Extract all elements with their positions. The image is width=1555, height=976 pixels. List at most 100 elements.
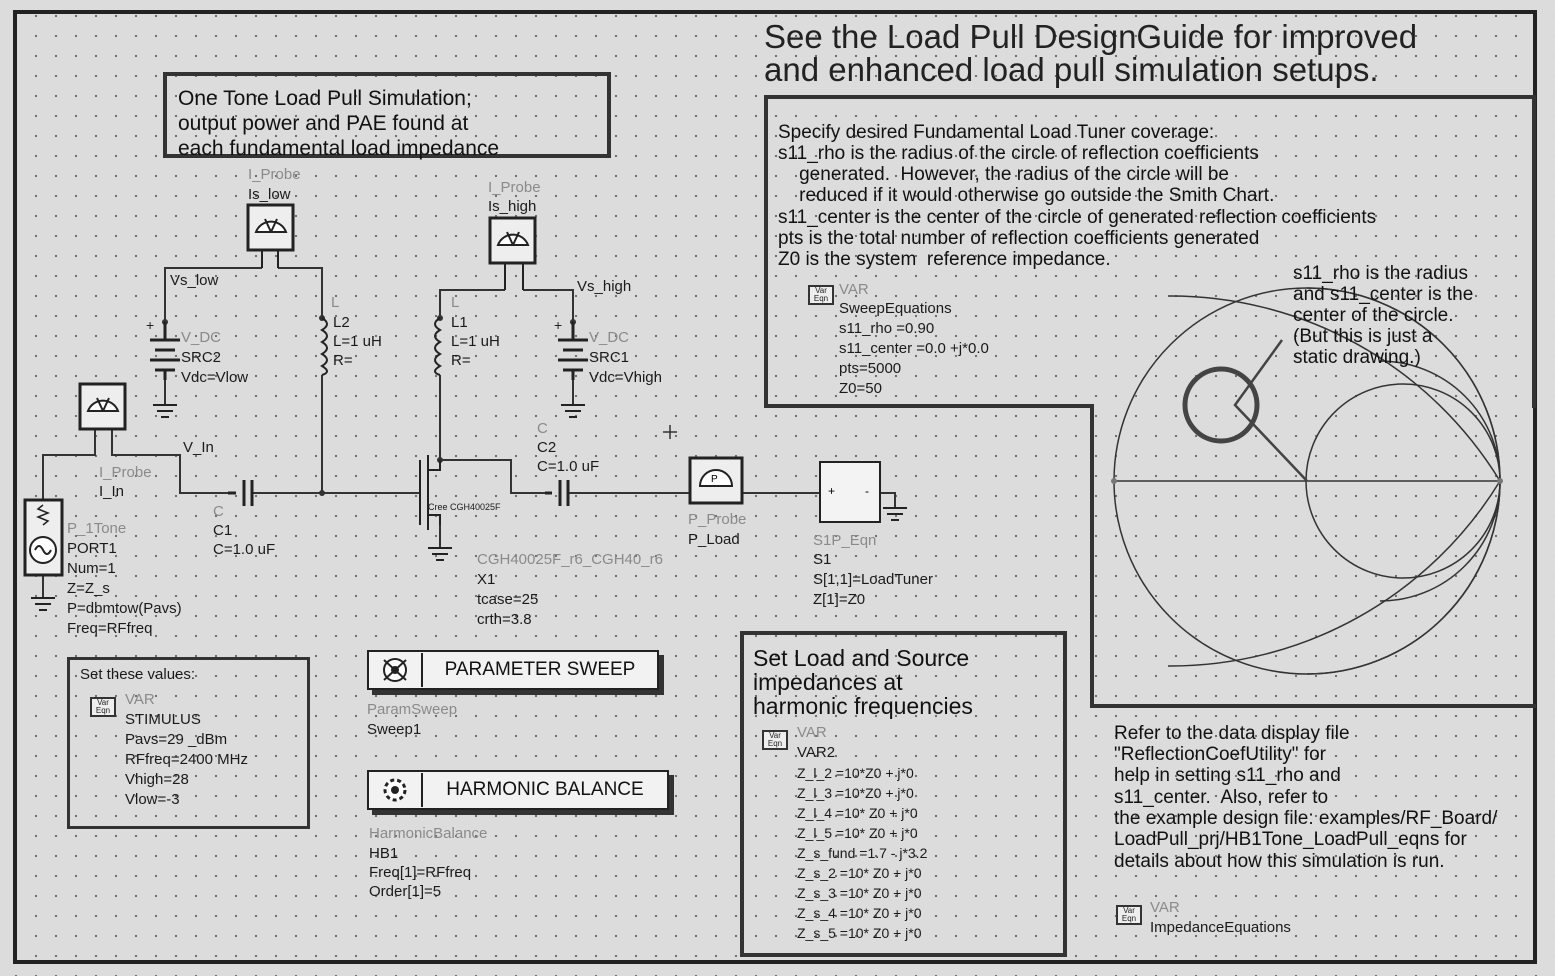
c2-param[interactable]: C=1.0 uF	[537, 458, 600, 475]
l1-param[interactable]: L=1 uH	[451, 333, 500, 350]
transistor-param[interactable]: tcase=25	[477, 591, 539, 608]
sweepeq-name[interactable]: SweepEquations	[839, 300, 952, 317]
port-param[interactable]: Freq=RFfreq	[67, 620, 153, 637]
param-sweep-controller[interactable]: PARAMETER SWEEP	[367, 650, 659, 690]
s1p-param[interactable]: S[1,1]=LoadTuner	[813, 571, 933, 588]
smith-note-2: and s11_center is the	[1293, 284, 1474, 305]
l2-param[interactable]: L=1 uH	[333, 333, 382, 350]
s1p-name[interactable]: S1	[813, 551, 832, 568]
var2-param[interactable]: Z_l_5 =10* Z0 + j*0	[797, 825, 918, 841]
sweepeq-param[interactable]: Z0=50	[839, 380, 882, 397]
sweepeq-type: VAR	[839, 281, 869, 298]
src1-name[interactable]: SRC1	[589, 349, 630, 366]
src1-param[interactable]: Vdc=Vhigh	[589, 369, 662, 386]
l2-name[interactable]: L2	[333, 314, 350, 331]
probe-high-type: I_Probe	[488, 179, 541, 196]
harmonic-balance-label: HARMONIC BALANCE	[446, 779, 644, 800]
c1-name[interactable]: C1	[213, 522, 233, 539]
sheet-frame	[13, 10, 1537, 964]
stimulus-name[interactable]: STIMULUS	[125, 711, 201, 728]
hb-name[interactable]: HB1	[369, 845, 399, 862]
l2-param[interactable]: R=	[333, 352, 353, 369]
refer-line6: LoadPull_prj/HB1Tone_LoadPull_eqns for	[1114, 829, 1467, 850]
tuner-line6: pts is the total number of reflection co…	[778, 228, 1260, 249]
probe-high-name[interactable]: Is_high	[488, 198, 537, 215]
l1-name[interactable]: L1	[451, 314, 468, 331]
var2-param[interactable]: Z_l_2 =10*Z0 + j*0	[797, 765, 914, 781]
var2-param[interactable]: Z_s_2 =10* Z0 + j*0	[797, 865, 922, 881]
src1-type: V_DC	[589, 329, 630, 346]
var2-param[interactable]: Z_s_5 =10* Z0 + j*0	[797, 925, 922, 941]
port-source-symbol	[23, 498, 64, 577]
set-values-title: Set these values:	[80, 666, 196, 683]
src2-param[interactable]: Vdc=Vlow	[181, 369, 249, 386]
wire-iin-to-port	[42, 430, 96, 500]
sweep-icon	[369, 653, 423, 687]
wire-is-low-to-l2	[278, 267, 323, 318]
probe-low-type: I_Probe	[248, 166, 301, 183]
hb-param[interactable]: Freq[1]=RFfreq	[369, 864, 472, 881]
probe-low-name[interactable]: Is_low	[248, 186, 291, 203]
var2-param[interactable]: Z_s_fund =1.7 - j*3.2	[797, 845, 928, 861]
transistor-name[interactable]: X1	[477, 571, 496, 588]
l1-param[interactable]: R=	[451, 352, 471, 369]
port-name[interactable]: PORT1	[67, 540, 117, 557]
var2-name[interactable]: VAR2	[797, 744, 836, 761]
title-line3: each fundamental load impedance	[178, 137, 500, 160]
refer-line7: details about how this simulation is run…	[1114, 851, 1445, 872]
transistor-param[interactable]: crth=3.8	[477, 611, 532, 628]
stimulus-param[interactable]: Pavs=29 _dBm	[125, 731, 228, 748]
c2-name[interactable]: C2	[537, 439, 557, 456]
designguide-note-line1: See the Load Pull DesignGuide for improv…	[764, 18, 1418, 55]
src2-name[interactable]: SRC2	[181, 349, 222, 366]
tuner-line5: s11_center is the center of the circle o…	[778, 207, 1377, 228]
wire-vs-low	[164, 267, 262, 322]
refer-line1: Refer to the data display file	[1114, 723, 1350, 744]
s1p-param[interactable]: Z[1]=Z0	[813, 591, 866, 608]
s1p-symbol: + -	[819, 461, 881, 523]
refer-line5: the example design file: examples/RF_Boa…	[1114, 808, 1498, 829]
box-edge	[1090, 704, 1536, 708]
port-param[interactable]: Num=1	[67, 560, 116, 577]
title-box: One Tone Load Pull Simulation; output po…	[163, 72, 611, 160]
var2-param[interactable]: Z_l_4 =10* Z0 + j*0	[797, 805, 918, 821]
net-v-in: V_In	[183, 439, 214, 456]
c1-param[interactable]: C=1.0 uF	[213, 541, 276, 558]
var2-param[interactable]: Z_s_3 =10* Z0 + j*0	[797, 885, 922, 901]
sweepeq-param[interactable]: s11_center =0.0 +j*0.0	[839, 340, 989, 357]
stimulus-param[interactable]: RFfreq=2400 MHz	[125, 751, 248, 768]
designguide-note-line2: and enhanced load pull simulation setups…	[764, 51, 1379, 88]
reflection-circle	[1182, 366, 1260, 444]
wire-is-high-to-l1	[439, 289, 505, 318]
port-param[interactable]: P=dbmtow(Pavs)	[67, 600, 182, 617]
hb-param[interactable]: Order[1]=5	[369, 883, 442, 900]
var2-param[interactable]: Z_l_3 =10*Z0 + j*0	[797, 785, 914, 801]
probe-in-name[interactable]: I_In	[99, 483, 125, 500]
sweepeq-param[interactable]: pts=5000	[839, 360, 902, 377]
svg-text:P: P	[711, 474, 718, 485]
refer-line3: help in setting s11_rho and	[1114, 765, 1341, 786]
stimulus-param[interactable]: Vlow=-3	[125, 791, 180, 808]
impedance-var-name[interactable]: ImpedanceEquations	[1150, 919, 1291, 936]
probe-in-type: I_Probe	[99, 464, 152, 481]
load-tuner-box-top	[764, 95, 1536, 408]
sweepeq-param[interactable]: s11_rho =0.90	[839, 320, 935, 337]
src2-type: V_DC	[181, 329, 222, 346]
tuner-line3: generated. However, the radius of the ci…	[778, 164, 1229, 185]
stimulus-param[interactable]: Vhigh=28	[125, 771, 189, 788]
param-sweep-label: PARAMETER SWEEP	[444, 659, 636, 680]
ammeter-icon-high	[488, 216, 537, 290]
pprobe-name[interactable]: P_Load	[688, 531, 740, 548]
dc-source-symbols	[150, 322, 588, 380]
harmonic-balance-controller[interactable]: HARMONIC BALANCE	[367, 770, 669, 810]
port-param[interactable]: Z=Z_s	[67, 580, 110, 597]
var2-param[interactable]: Z_s_4 =10* Z0 + j*0	[797, 905, 922, 921]
wire-vs-high	[523, 289, 574, 322]
paramsweep-name[interactable]: Sweep1	[367, 721, 422, 738]
